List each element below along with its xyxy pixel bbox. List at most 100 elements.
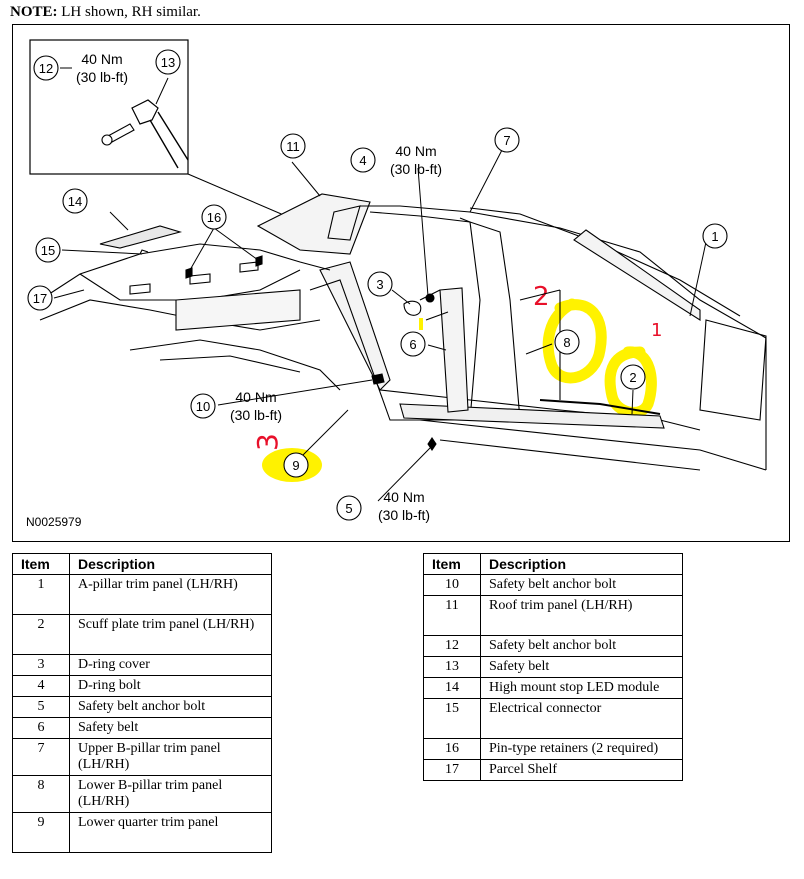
torque-12-nm: 40 Nm bbox=[81, 51, 122, 67]
item-number: 3 bbox=[12, 654, 70, 676]
handwritten-marks: 2 1 3 bbox=[251, 282, 662, 451]
item-number: 15 bbox=[423, 698, 481, 739]
callout-6 bbox=[400, 331, 426, 357]
callout-9 bbox=[283, 452, 309, 478]
header-description: Description bbox=[480, 553, 683, 575]
item-number: 6 bbox=[12, 717, 70, 739]
callout-5 bbox=[336, 495, 362, 521]
diagram-frame bbox=[12, 24, 790, 542]
item-description: Pin-type retainers (2 required) bbox=[480, 738, 683, 760]
callout-num-6: 6 bbox=[409, 337, 416, 352]
item-number: 9 bbox=[12, 812, 70, 853]
item-description: Safety belt bbox=[480, 656, 683, 678]
item-description: Safety belt anchor bolt bbox=[69, 696, 272, 718]
torque-4-lbft: (30 lb-ft) bbox=[390, 161, 442, 177]
highlight-8 bbox=[542, 298, 607, 384]
header-item: Item bbox=[423, 553, 481, 575]
callout-10 bbox=[190, 393, 216, 419]
leader-lines bbox=[53, 67, 707, 502]
item-description: Lower quarter trim panel bbox=[69, 812, 272, 853]
note-text: LH shown, RH similar. bbox=[57, 4, 201, 20]
inset-detail bbox=[29, 39, 301, 223]
note-label: NOTE: bbox=[10, 4, 58, 20]
item-description: Lower B-pillar trim panel (LH/RH) bbox=[69, 775, 272, 813]
callout-num-10: 10 bbox=[196, 399, 210, 414]
callout-1 bbox=[702, 223, 728, 249]
callout-2 bbox=[620, 364, 646, 390]
item-number: 8 bbox=[12, 775, 70, 813]
callout-num-8: 8 bbox=[563, 335, 570, 350]
item-description: D-ring cover bbox=[69, 654, 272, 676]
torque-4-nm: 40 Nm bbox=[395, 143, 436, 159]
item-number: 17 bbox=[423, 759, 481, 781]
callout-16 bbox=[201, 204, 227, 230]
callout-4 bbox=[350, 147, 376, 173]
callout-12 bbox=[33, 55, 59, 81]
callout-num-16: 16 bbox=[207, 210, 221, 225]
handwritten-2: 2 bbox=[533, 282, 550, 312]
torque-5-lbft: (30 lb-ft) bbox=[378, 507, 430, 523]
callout-num-11: 11 bbox=[286, 139, 300, 154]
callout-num-5: 5 bbox=[345, 501, 352, 516]
item-description: D-ring bolt bbox=[69, 675, 272, 697]
callout-num-3: 3 bbox=[376, 277, 383, 292]
item-description: A-pillar trim panel (LH/RH) bbox=[69, 574, 272, 615]
item-description: Electrical connector bbox=[480, 698, 683, 739]
item-description: Safety belt anchor bolt bbox=[480, 574, 683, 596]
item-number: 5 bbox=[12, 696, 70, 718]
torque-10-lbft: (30 lb-ft) bbox=[230, 407, 282, 423]
item-number: 2 bbox=[12, 614, 70, 655]
torque-5-nm: 40 Nm bbox=[383, 489, 424, 505]
callout-15 bbox=[35, 237, 61, 263]
callout-7 bbox=[494, 127, 520, 153]
highlight-2 bbox=[604, 346, 657, 418]
torque-10-nm: 40 Nm bbox=[235, 389, 276, 405]
exploded-view-diagram: 2 1 3 bbox=[26, 39, 767, 529]
callout-num-14: 14 bbox=[68, 194, 82, 209]
handwritten-3: 3 bbox=[251, 433, 284, 451]
callout-num-7: 7 bbox=[503, 133, 510, 148]
note-line: NOTE: LH shown, RH similar. bbox=[10, 4, 201, 21]
item-description: High mount stop LED module bbox=[480, 677, 683, 699]
item-number: 11 bbox=[423, 595, 481, 636]
item-description: Upper B-pillar trim panel (LH/RH) bbox=[69, 738, 272, 776]
item-number: 1 bbox=[12, 574, 70, 615]
item-description: Safety belt bbox=[69, 717, 272, 739]
callout-num-13: 13 bbox=[161, 55, 175, 70]
callout-13 bbox=[155, 49, 181, 75]
callout-num-12: 12 bbox=[39, 61, 53, 76]
callout-num-2: 2 bbox=[629, 370, 636, 385]
vehicle-body-lineart bbox=[39, 193, 767, 471]
callout-17 bbox=[27, 285, 53, 311]
item-description: Scuff plate trim panel (LH/RH) bbox=[69, 614, 272, 655]
torque-12-lbft: (30 lb-ft) bbox=[76, 69, 128, 85]
item-description: Roof trim panel (LH/RH) bbox=[480, 595, 683, 636]
item-number: 4 bbox=[12, 675, 70, 697]
callout-num-1: 1 bbox=[711, 229, 718, 244]
item-description: Parcel Shelf bbox=[480, 759, 683, 781]
item-number: 16 bbox=[423, 738, 481, 760]
item-number: 12 bbox=[423, 635, 481, 657]
item-number: 10 bbox=[423, 574, 481, 596]
callout-num-17: 17 bbox=[33, 291, 47, 306]
callout-11 bbox=[280, 133, 306, 159]
